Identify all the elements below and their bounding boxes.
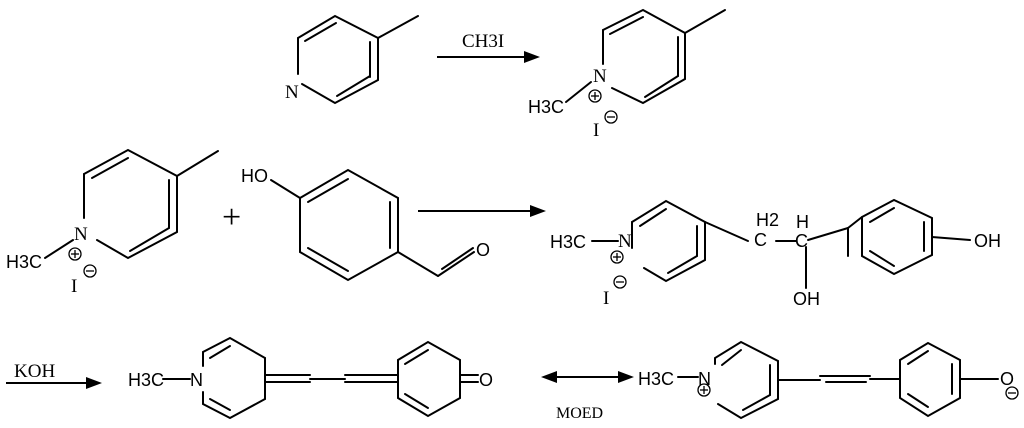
ring-hydroxyl-label: OH bbox=[974, 231, 1001, 251]
reactant-nitrogen-label: N bbox=[285, 82, 299, 103]
n-methylpyridinium-structure bbox=[565, 8, 726, 105]
methylation-arrow bbox=[437, 51, 540, 63]
iodide-label: I bbox=[593, 120, 599, 141]
base-koh-label: KOH bbox=[14, 361, 55, 382]
negative-charge-icon bbox=[83, 264, 97, 278]
product-nitrogen-label: N bbox=[593, 66, 607, 87]
aldehyde-oxygen-label: O bbox=[476, 240, 490, 260]
side-hydroxyl-label: OH bbox=[793, 289, 820, 309]
product-iodide-label: I bbox=[603, 288, 609, 309]
4-hydroxybenzaldehyde-structure bbox=[270, 168, 475, 282]
salt-methyl-label: H3C bbox=[6, 252, 42, 272]
negative-charge-icon bbox=[1005, 386, 1019, 400]
quinoid-nitrogen-label: N bbox=[190, 370, 203, 390]
methine-h-label: H bbox=[796, 212, 809, 232]
methine-carbon-label: C bbox=[795, 231, 808, 251]
methylene-h2-label: H2 bbox=[756, 210, 779, 230]
negative-charge-icon bbox=[604, 110, 618, 124]
moed-label: MOED bbox=[556, 405, 603, 422]
4-methylpyridine-structure bbox=[297, 14, 419, 105]
koh-arrow bbox=[6, 377, 102, 389]
zwitterion-oxygen-label: O bbox=[1000, 369, 1014, 389]
methylene-carbon-label: C bbox=[754, 230, 767, 250]
product-methyl-label: H3C bbox=[550, 232, 586, 252]
condensation-arrow bbox=[418, 205, 546, 217]
zwitterion-methyl-label: H3C bbox=[638, 369, 674, 389]
addition-product-structure bbox=[591, 198, 971, 289]
positive-charge-icon bbox=[610, 250, 624, 264]
zwitterion-structure bbox=[677, 340, 999, 420]
positive-charge-icon bbox=[588, 89, 602, 103]
product-nitrogen-label: N bbox=[618, 231, 632, 252]
negative-charge-icon bbox=[613, 275, 627, 289]
salt-nitrogen-label: N bbox=[74, 224, 88, 245]
quinoid-oxygen-label: O bbox=[479, 370, 493, 390]
quinoid-methyl-label: H3C bbox=[128, 370, 164, 390]
plus-sign: + bbox=[222, 199, 241, 236]
positive-charge-icon bbox=[697, 383, 711, 397]
salt-iodide-label: I bbox=[71, 276, 77, 297]
pyridinium-salt-structure bbox=[44, 148, 219, 260]
positive-charge-icon bbox=[68, 247, 82, 261]
quinoid-structure bbox=[162, 336, 479, 420]
product-methyl-label: H3C bbox=[528, 97, 564, 117]
resonance-arrow bbox=[541, 371, 634, 383]
reagent-ch3i-label: CH3I bbox=[462, 31, 504, 52]
aldehyde-hydroxyl-label: HO bbox=[241, 166, 268, 186]
